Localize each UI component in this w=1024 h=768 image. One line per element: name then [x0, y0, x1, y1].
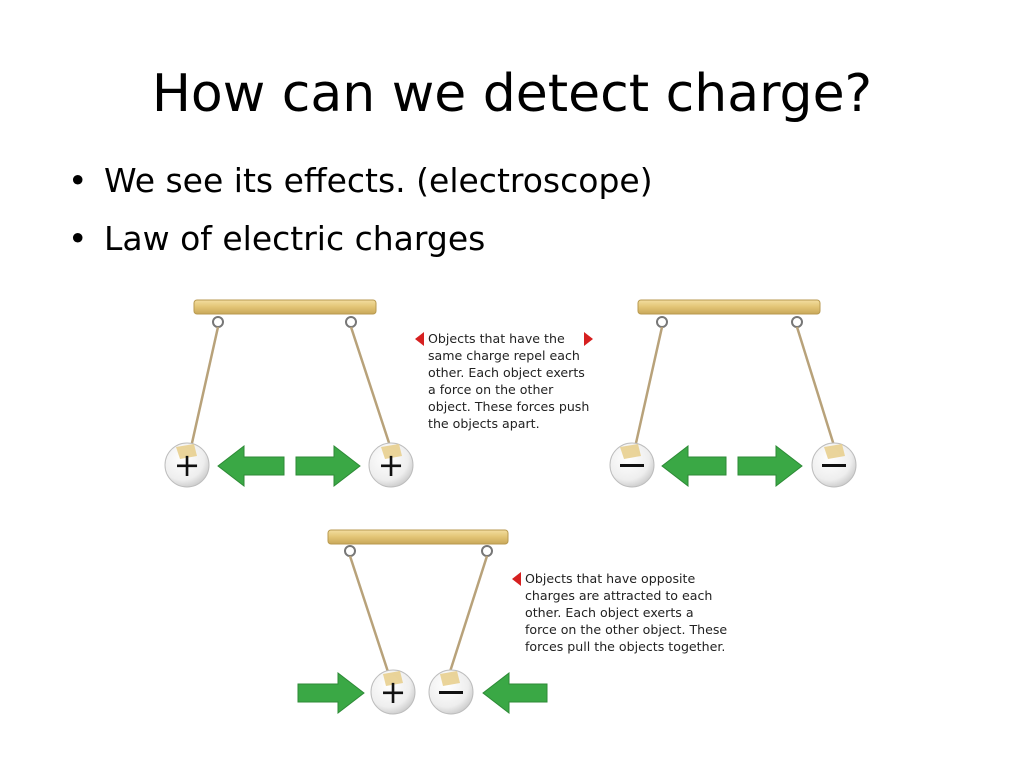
caption-line: the objects apart.	[428, 416, 540, 431]
caption-line: other. Each object exerts	[428, 365, 585, 380]
repel-negative-panel	[609, 299, 857, 488]
charged-ball	[368, 442, 414, 488]
tape-patch	[383, 671, 403, 686]
slide-title: How can we detect charge?	[151, 64, 873, 124]
arrow-left-icon	[482, 671, 548, 715]
hook-icon	[791, 316, 803, 328]
hook-icon	[344, 545, 356, 557]
minus-sign-icon	[822, 464, 846, 467]
arrow-left-icon	[661, 444, 727, 488]
tape-patch	[620, 444, 641, 459]
support-rod	[193, 299, 377, 315]
caption-line: charges are attracted to each	[525, 588, 713, 603]
tape-patch	[381, 444, 402, 459]
caption-line: other. Each object exerts a	[525, 605, 694, 620]
pointer-left-icon	[415, 332, 424, 346]
string	[632, 326, 664, 453]
pointer-right-icon	[584, 332, 593, 346]
minus-sign-icon	[439, 691, 463, 694]
support-rod	[327, 529, 509, 545]
string	[795, 326, 838, 453]
charged-ball	[164, 442, 210, 488]
arrow-right-icon	[295, 444, 361, 488]
caption-line: force on the other object. These	[525, 622, 728, 637]
hook-icon	[481, 545, 493, 557]
caption-opposite-charge: Objects that have opposite charges are a…	[525, 570, 727, 655]
hook-icon	[656, 316, 668, 328]
minus-sign-icon	[620, 464, 644, 467]
bullet-text: Law of electric charges	[104, 219, 486, 258]
plus-sign-icon: +	[174, 446, 201, 484]
bullet-icon: •	[68, 161, 88, 200]
tape-patch	[176, 444, 197, 459]
attract-panel: +	[297, 529, 548, 715]
caption-same-charge: Objects that have the same charge repel …	[428, 330, 589, 432]
arrow-right-icon	[737, 444, 803, 488]
pointer-left-icon	[512, 572, 521, 586]
bullet-icon: •	[68, 219, 88, 258]
plus-sign-icon: +	[378, 446, 405, 484]
caption-line: Objects that have the	[428, 331, 565, 346]
string	[446, 555, 489, 679]
caption-line: forces pull the objects together.	[525, 639, 726, 654]
hook-icon	[212, 316, 224, 328]
bullet-list: • We see its effects. (electroscope) • Law…	[62, 155, 653, 271]
plus-sign-icon: +	[380, 673, 407, 711]
support-rod	[637, 299, 821, 315]
caption-line: a force on the other	[428, 382, 554, 397]
arrow-left-icon	[217, 444, 285, 488]
charged-ball	[370, 669, 416, 715]
bullet-item: • Law of electric charges	[62, 213, 653, 271]
bullet-text: We see its effects. (electroscope)	[104, 161, 653, 200]
string	[188, 326, 220, 453]
string	[348, 555, 392, 679]
tape-patch	[440, 671, 460, 686]
caption-line: same charge repel each	[428, 348, 580, 363]
repel-positive-panel: + +	[164, 299, 414, 488]
caption-line: Objects that have opposite	[525, 571, 696, 586]
tape-patch	[824, 444, 845, 459]
arrow-right-icon	[297, 671, 365, 715]
hook-icon	[345, 316, 357, 328]
bullet-item: • We see its effects. (electroscope)	[62, 155, 653, 213]
caption-line: object. These forces push	[428, 399, 590, 414]
string	[349, 326, 394, 453]
